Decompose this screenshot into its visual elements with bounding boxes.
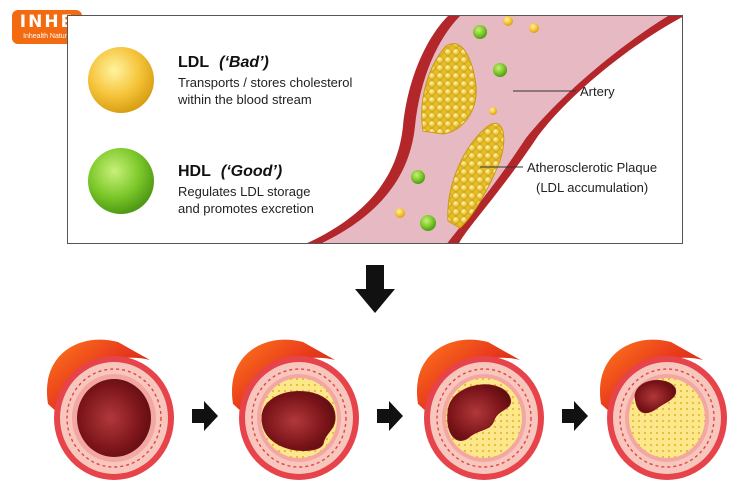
stages-group [46, 339, 727, 480]
ldl-particle [395, 208, 405, 218]
ldl-description: Transports / stores cholesterol within t… [178, 74, 378, 108]
hdl-qualifier: (‘Good’) [220, 163, 283, 180]
artery-cross-section [416, 339, 544, 480]
hdl-ball [88, 148, 154, 214]
ldl-desc-line: within the blood stream [178, 92, 312, 107]
hdl-title: HDL (‘Good’) [178, 163, 282, 181]
ldl-particle [503, 16, 513, 26]
artery-cross-section [46, 339, 174, 480]
ldl-ball [88, 47, 154, 113]
hdl-particle [411, 170, 425, 184]
artery-tube-body [416, 339, 520, 424]
artery-illustration [88, 16, 682, 243]
hdl-particle [473, 25, 487, 39]
hdl-description: Regulates LDL storage and promotes excre… [178, 183, 378, 217]
legend-panel: LDL (‘Bad’) Transports / stores cholester… [67, 15, 683, 244]
ldl-title-text: LDL [178, 54, 210, 71]
hdl-particle [493, 63, 507, 77]
artery-label: Artery [580, 84, 615, 99]
hdl-title-text: HDL [178, 163, 211, 180]
artery-cross-section [231, 339, 359, 480]
wall-dashes [619, 368, 715, 468]
narrowed-lumen [447, 384, 512, 441]
right-arrow-icon [377, 401, 403, 431]
lower-plaque [447, 123, 505, 229]
narrowed-lumen [634, 380, 677, 414]
artery-tube-body [46, 339, 151, 424]
plaque-label: Atherosclerotic Plaque [527, 160, 658, 175]
wall-dashes [66, 368, 162, 468]
artery-tube-body [599, 339, 703, 424]
ldl-qualifier: (‘Bad’) [219, 54, 269, 71]
right-arrow-icon [562, 401, 588, 431]
right-arrow-icon [192, 401, 218, 431]
upper-plaque [421, 43, 477, 135]
logo-tagline: Inhealth Nature [23, 33, 71, 40]
hdl-particle [420, 215, 436, 231]
open-lumen [77, 379, 151, 457]
logo-brand: INHE [19, 12, 75, 32]
hdl-desc-line: and promotes excretion [178, 201, 314, 216]
plaque-sublabel: (LDL accumulation) [536, 180, 649, 195]
ldl-particle [489, 107, 497, 115]
blood-particles [395, 16, 539, 231]
ldl-desc-line: Transports / stores cholesterol [178, 75, 353, 90]
artery-tube-body [231, 339, 335, 424]
hdl-desc-line: Regulates LDL storage [178, 184, 311, 199]
wall-dashes [436, 368, 532, 468]
narrowed-lumen [261, 391, 336, 452]
progression-stages [46, 339, 727, 480]
wall-dashes [251, 368, 347, 468]
artery-cross-section [599, 339, 727, 480]
ldl-title: LDL (‘Bad’) [178, 54, 269, 72]
ldl-particle [529, 23, 539, 33]
down-arrow-icon [355, 265, 395, 313]
